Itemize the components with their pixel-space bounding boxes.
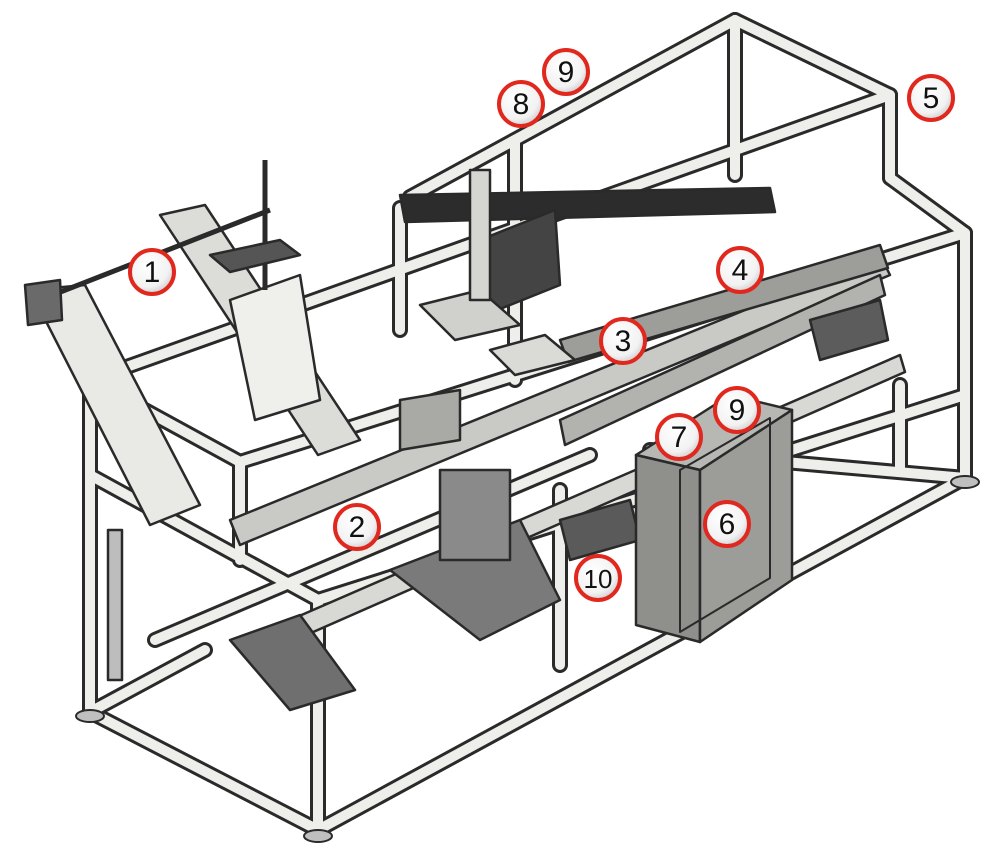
callout-6: 6 bbox=[703, 500, 751, 548]
callouts: 1 2 3 4 5 6 7 8 bbox=[128, 48, 955, 602]
callout-label: 6 bbox=[719, 508, 736, 541]
callout-label: 9 bbox=[558, 56, 575, 89]
callout-label: 7 bbox=[671, 421, 688, 454]
callout-3: 3 bbox=[599, 317, 647, 365]
callout-label: 9 bbox=[729, 394, 746, 427]
callout-label: 4 bbox=[732, 254, 749, 287]
callout-9-cabinet: 9 bbox=[713, 386, 761, 434]
callout-label: 1 bbox=[144, 256, 161, 289]
callout-label: 3 bbox=[615, 325, 632, 358]
callout-label: 8 bbox=[513, 88, 530, 121]
callout-label: 2 bbox=[349, 511, 366, 544]
callout-7: 7 bbox=[655, 413, 703, 461]
callout-8: 8 bbox=[497, 80, 545, 128]
infeed-chute bbox=[23, 160, 362, 527]
callout-2: 2 bbox=[333, 503, 381, 551]
callout-1: 1 bbox=[128, 248, 176, 296]
callout-label: 5 bbox=[923, 82, 940, 115]
callout-4: 4 bbox=[716, 246, 764, 294]
callout-9-top: 9 bbox=[542, 48, 590, 96]
callout-5: 5 bbox=[907, 74, 955, 122]
callout-label: 10 bbox=[584, 564, 613, 594]
aluminium-frame bbox=[75, 12, 980, 843]
callout-10: 10 bbox=[574, 554, 622, 602]
